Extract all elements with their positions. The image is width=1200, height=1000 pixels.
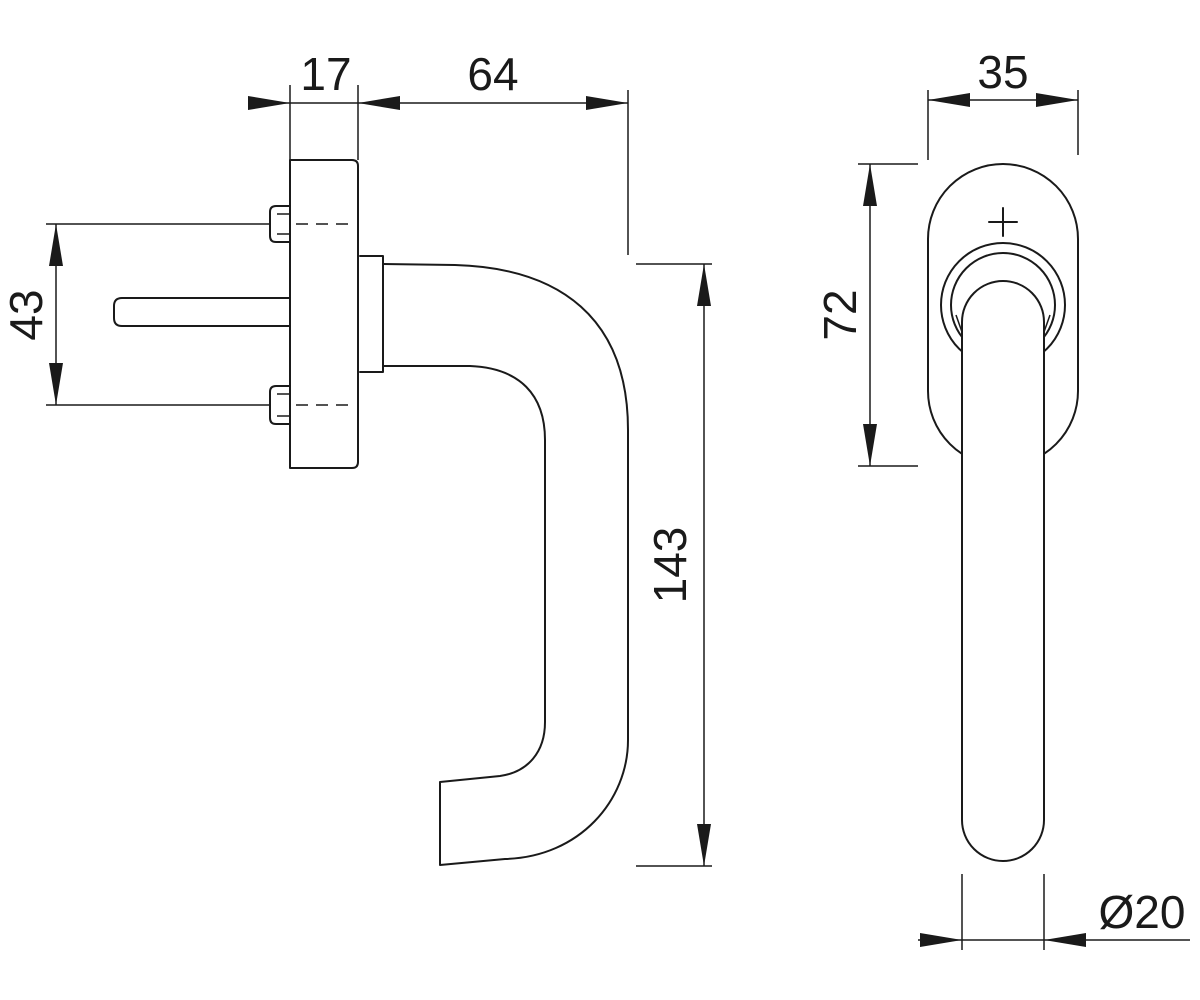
screw-bottom (269, 385, 291, 425)
dim-rose-height: 72 (814, 289, 866, 340)
dim-handle-projection: 64 (467, 48, 518, 100)
side-dimensions: 17 64 43 143 (0, 48, 712, 867)
neck-collar (359, 255, 384, 373)
screw-top (269, 205, 291, 243)
square-spindle (113, 297, 291, 327)
dim-grip-diameter: Ø20 (1099, 886, 1186, 938)
dim-rose-width: 35 (977, 46, 1028, 98)
side-view (113, 159, 629, 866)
grip-front (961, 280, 1045, 862)
front-dimensions: 35 72 Ø20 (814, 46, 1190, 950)
dim-screw-spacing: 43 (0, 289, 52, 340)
rose-plate-side (289, 159, 359, 469)
lever-handle (382, 263, 629, 866)
front-view (927, 163, 1079, 862)
screw-mark-top (988, 207, 1018, 237)
dim-rose-thickness: 17 (300, 48, 351, 100)
dim-handle-length: 143 (644, 527, 696, 604)
